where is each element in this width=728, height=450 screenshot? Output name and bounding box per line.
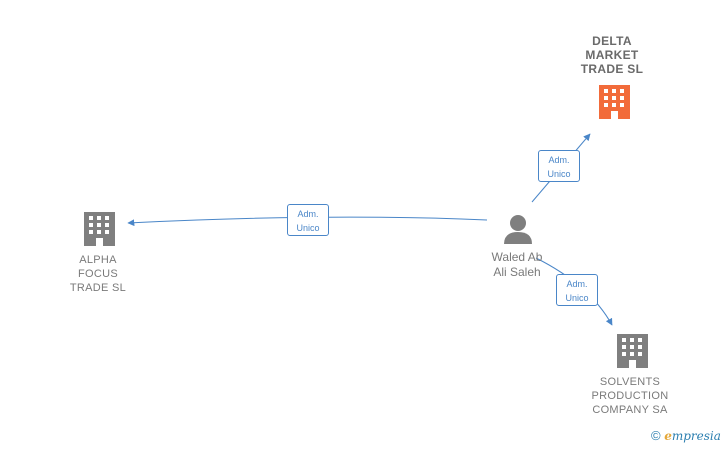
building-icon[interactable] xyxy=(84,212,115,246)
empresia-watermark: © empresia xyxy=(651,428,721,443)
company-label-delta[interactable]: DELTA MARKET TRADE SL xyxy=(580,34,644,76)
person-label[interactable]: Waled Ab Ali Saleh xyxy=(491,250,543,279)
brand-logo: empresia xyxy=(664,429,721,443)
company-label-alpha[interactable]: ALPHA FOCUS TRADE SL xyxy=(69,254,127,294)
edge-label-to-solvents: Adm. Unico xyxy=(556,274,598,306)
copyright-symbol: © xyxy=(651,428,661,443)
building-icon[interactable] xyxy=(599,85,630,119)
company-label-solvents[interactable]: SOLVENTS PRODUCTION COMPANY SA xyxy=(591,376,669,416)
edge-label-to-delta: Adm. Unico xyxy=(538,150,580,182)
building-icon[interactable] xyxy=(617,334,648,368)
edge-label-to-alpha: Adm. Unico xyxy=(287,204,329,236)
person-icon[interactable] xyxy=(504,215,532,244)
